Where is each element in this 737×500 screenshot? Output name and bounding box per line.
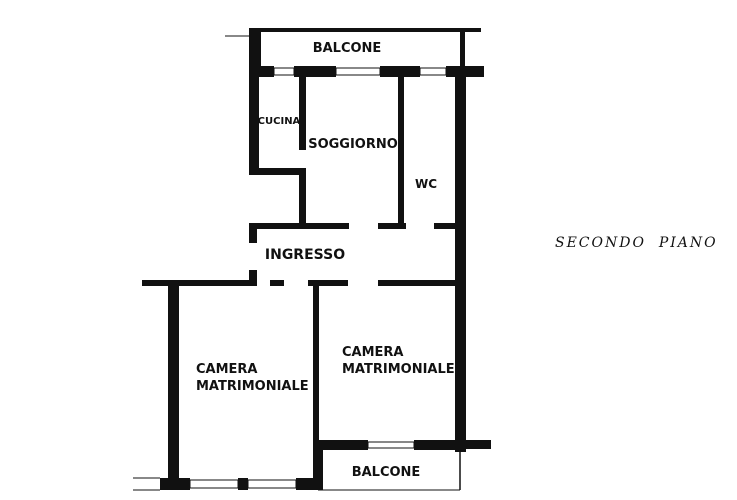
corridor-top-wall-3 (434, 223, 460, 229)
floor-label: SECONDO PIANO (555, 235, 718, 251)
balcone-bottom-label: BALCONE (352, 465, 421, 480)
cucina-soggiorno-wall-top (299, 74, 306, 150)
balcony-top-right-post (460, 30, 465, 72)
corridor-bottom-wall-2 (249, 270, 257, 286)
soggiorno-label: SOGGIORNO (308, 137, 398, 152)
corridor-left-stub (249, 223, 257, 243)
cucina-left-wall (249, 74, 259, 174)
walls (133, 28, 491, 491)
wc-label: WC (415, 177, 437, 191)
corridor-top-wall-2 (378, 223, 406, 229)
corridor-bottom-wall-3 (270, 280, 284, 286)
upper-wall-a (249, 66, 274, 77)
window-2 (335, 67, 381, 76)
corridor-top-wall-1 (249, 223, 349, 229)
window-6 (367, 441, 415, 449)
ingresso-label: INGRESSO (265, 247, 345, 263)
corridor-bottom-wall-1 (142, 280, 257, 286)
upper-wall-b (294, 66, 336, 77)
lower-wall-b (414, 440, 460, 450)
balcone-top-label: BALCONE (313, 41, 382, 56)
cucina-label: CUCINA (258, 116, 301, 127)
upper-wall-c (380, 66, 420, 77)
window-1 (273, 67, 295, 76)
window-4 (189, 479, 239, 489)
bottom-wall-b (238, 478, 248, 490)
camera-right-line1: CAMERA (342, 345, 404, 360)
lower-balcony-left (318, 450, 323, 490)
cucina-soggiorno-wall-lower (299, 168, 306, 226)
left-bedroom-left-wall (168, 280, 179, 490)
soggiorno-wc-wall (398, 74, 404, 226)
window-3 (419, 67, 447, 76)
lower-wall-a (313, 440, 368, 450)
bedroom-partition (313, 283, 319, 490)
camera-right-line2: MATRIMONIALE (342, 362, 455, 377)
corridor-bottom-wall-5 (378, 280, 460, 286)
balcony-top-left-wall (249, 28, 261, 74)
room-labels: BALCONE CUCINA SOGGIORNO WC INGRESSO CAM… (196, 41, 455, 480)
right-outer-wall (455, 66, 466, 452)
balcony-top-rail (261, 28, 481, 32)
cucina-bottom-wall (249, 168, 305, 175)
camera-left-line1: CAMERA (196, 362, 258, 377)
camera-left-line2: MATRIMONIALE (196, 379, 309, 394)
bottom-wall-a (160, 478, 190, 490)
window-5 (247, 479, 297, 489)
lower-right-ledge (455, 440, 491, 449)
corridor-bottom-wall-4 (308, 280, 348, 286)
